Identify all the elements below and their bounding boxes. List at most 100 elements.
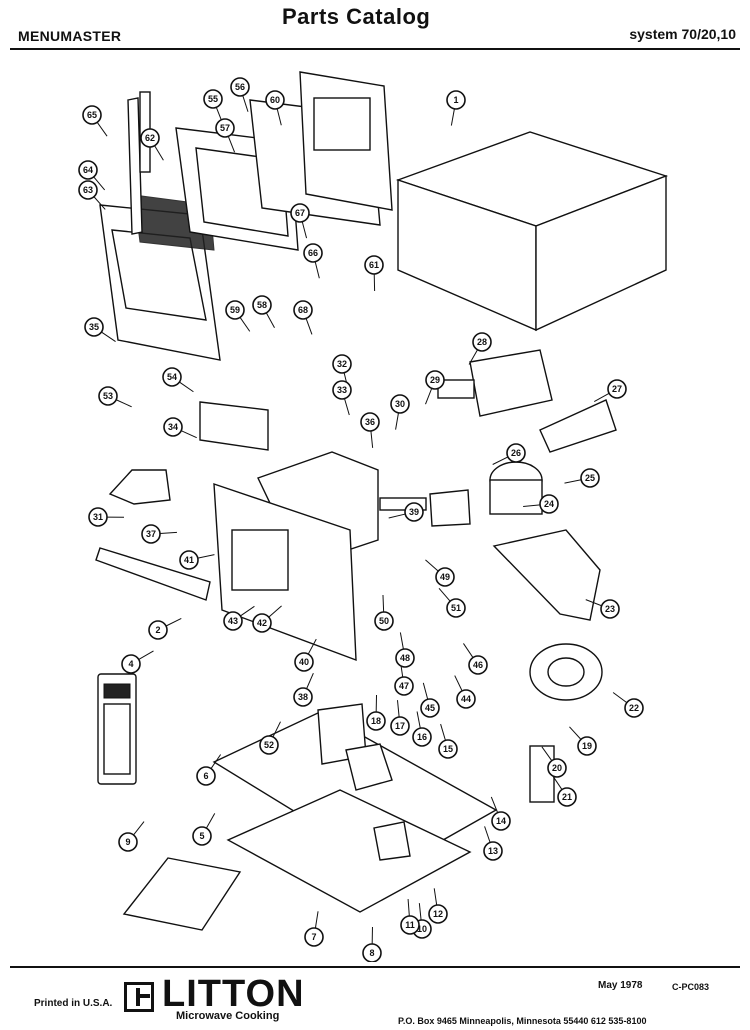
leader-line-58 (265, 312, 275, 329)
callout-27: 27 (607, 379, 627, 399)
callout-63: 63 (78, 180, 98, 200)
callout-62: 62 (140, 128, 160, 148)
svg-text:23: 23 (605, 604, 615, 614)
svg-text:57: 57 (220, 123, 230, 133)
svg-text:21: 21 (562, 792, 572, 802)
leader-line-17 (396, 700, 400, 718)
leader-line-22 (612, 692, 628, 704)
leader-line-28 (468, 349, 478, 365)
electrical-components (379, 349, 617, 803)
footer-rule (10, 966, 740, 968)
svg-text:16: 16 (417, 732, 427, 742)
callout-59: 59 (225, 300, 245, 320)
callout-29: 29 (425, 370, 445, 390)
svg-text:1: 1 (453, 95, 458, 105)
leader-line-13 (484, 826, 491, 843)
svg-text:9: 9 (125, 837, 130, 847)
callout-55: 55 (203, 89, 223, 109)
leader-line-44 (454, 675, 463, 692)
logo-subtitle: Microwave Cooking (176, 1010, 280, 1022)
callout-37: 37 (141, 524, 161, 544)
callout-48: 48 (395, 648, 415, 668)
callout-52: 52 (259, 735, 279, 755)
model-number: system 70/20,10 (629, 26, 736, 42)
leader-line-10 (418, 903, 422, 921)
leader-line-49 (425, 559, 439, 572)
callout-66: 66 (303, 243, 323, 263)
callout-22: 22 (624, 698, 644, 718)
callout-64: 64 (78, 160, 98, 180)
leader-line-12 (433, 888, 438, 906)
svg-text:62: 62 (145, 133, 155, 143)
svg-text:66: 66 (308, 248, 318, 258)
leader-line-66 (314, 261, 320, 279)
cabinet-wrap (395, 131, 669, 332)
leader-line-19 (569, 726, 582, 740)
svg-text:25: 25 (585, 473, 595, 483)
svg-text:54: 54 (167, 372, 177, 382)
svg-text:47: 47 (399, 681, 409, 691)
callout-43: 43 (223, 611, 243, 631)
callout-5: 5 (192, 826, 212, 846)
svg-text:64: 64 (83, 165, 93, 175)
leader-line-6 (210, 754, 222, 769)
svg-text:32: 32 (337, 359, 347, 369)
callout-44: 44 (456, 689, 476, 709)
svg-text:30: 30 (395, 399, 405, 409)
callout-34: 34 (163, 417, 183, 437)
callout-65: 65 (82, 105, 102, 125)
svg-text:17: 17 (395, 721, 405, 731)
svg-text:22: 22 (629, 703, 639, 713)
callout-41: 41 (179, 550, 199, 570)
base-assembly (122, 703, 498, 931)
svg-text:10: 10 (417, 924, 427, 934)
svg-text:35: 35 (89, 322, 99, 332)
leader-line-26 (492, 456, 509, 465)
leader-line-9 (133, 821, 145, 836)
svg-text:46: 46 (473, 660, 483, 670)
svg-text:59: 59 (230, 305, 240, 315)
svg-text:7: 7 (311, 932, 316, 942)
leader-line-34 (181, 430, 197, 439)
leader-line-5 (205, 813, 216, 829)
svg-text:43: 43 (228, 616, 238, 626)
callout-61: 61 (364, 255, 384, 275)
callout-4: 4 (121, 654, 141, 674)
svg-text:41: 41 (184, 555, 194, 565)
leader-line-68 (305, 318, 313, 335)
oven-cavity (95, 401, 379, 662)
svg-text:37: 37 (146, 529, 156, 539)
svg-text:26: 26 (511, 448, 521, 458)
callout-60: 60 (265, 90, 285, 110)
svg-text:48: 48 (400, 653, 410, 663)
exploded-parts-diagram: 1245678910111213141516171819202122232425… (78, 71, 669, 962)
leader-line-45 (422, 682, 429, 700)
printed-in-label: Printed in U.S.A. (34, 998, 113, 1009)
svg-text:5: 5 (199, 831, 204, 841)
leader-line-21 (552, 775, 563, 790)
callout-11: 11 (400, 915, 420, 935)
svg-text:67: 67 (295, 208, 305, 218)
leader-line-54 (179, 381, 194, 393)
callout-2: 2 (148, 620, 168, 640)
callout-26: 26 (506, 443, 526, 463)
leader-line-42 (268, 605, 282, 618)
leader-line-40 (307, 638, 317, 655)
company-address: P.O. Box 9465 Minneapolis, Minnesota 554… (398, 1016, 647, 1026)
leader-line-51 (438, 587, 451, 602)
control-panel (97, 673, 137, 785)
svg-text:40: 40 (299, 657, 309, 667)
callout-23: 23 (600, 599, 620, 619)
callout-7: 7 (304, 927, 324, 947)
callout-13: 13 (483, 841, 503, 861)
callout-40: 40 (294, 652, 314, 672)
leader-line-53 (115, 399, 132, 408)
svg-text:49: 49 (440, 572, 450, 582)
callout-9: 9 (118, 832, 138, 852)
leader-line-36 (370, 430, 374, 448)
leader-line-38 (306, 672, 314, 689)
svg-text:42: 42 (257, 618, 267, 628)
callout-51: 51 (446, 598, 466, 618)
svg-text:20: 20 (552, 763, 562, 773)
callout-50: 50 (374, 611, 394, 631)
